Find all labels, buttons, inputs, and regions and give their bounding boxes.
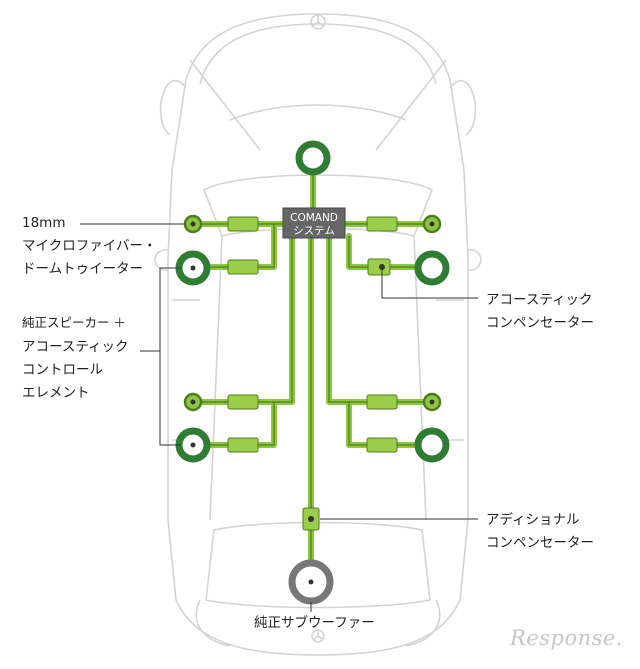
tweeter-label-line2: マイクロファイバー・ <box>22 238 157 254</box>
acoustic-comp-leader <box>381 270 478 299</box>
right-front-tweeter-filter <box>366 216 398 232</box>
speaker-control-label-line3: コントロール <box>22 362 103 378</box>
comand-box <box>282 207 346 239</box>
comand-sublabel: システム <box>293 225 335 237</box>
speaker-control-leader <box>140 267 181 446</box>
right-rear-woofer-filter <box>366 437 398 453</box>
acoustic-comp-label-line1: アコースティック <box>486 292 593 308</box>
speaker-control-label-line2: アコースティック <box>22 339 129 355</box>
leader-lines <box>80 223 478 612</box>
right-rear-tweeter-filter <box>366 394 398 410</box>
inline-components <box>227 216 398 531</box>
additional-comp-label-line2: コンペンセーター <box>486 535 594 551</box>
left-rear-tweeter-filter <box>227 394 259 410</box>
acoustic-compensator-dot <box>379 264 385 270</box>
tweeter-label-line3: ドームトゥイーター <box>22 261 144 277</box>
speaker-control-label-line4: エレメント <box>22 385 90 401</box>
left-front-woofer-filter <box>227 259 259 275</box>
comand-label: COMAND <box>290 212 338 224</box>
speakers <box>175 140 450 463</box>
subwoofer-label: 純正サブウーファー <box>254 615 375 631</box>
right-rear-speaker <box>414 427 450 463</box>
speaker-control-label-line1: 純正スピーカー ＋ <box>22 315 126 330</box>
speaker-centers <box>190 265 196 448</box>
subwoofer-center <box>308 579 314 585</box>
additional-compensator-dot <box>308 516 314 522</box>
car-outline <box>154 13 482 656</box>
compensator-dots <box>308 264 385 522</box>
tweeter-label-line1: 18mm <box>22 215 66 231</box>
center-speaker <box>295 140 331 176</box>
additional-comp-label-line1: アディショナル <box>486 512 580 528</box>
tweeter-centers <box>190 221 435 405</box>
left-front-tweeter-filter <box>227 216 259 232</box>
left-rear-woofer-filter <box>227 437 259 453</box>
response-logo: Response. <box>510 626 624 650</box>
right-front-speaker <box>414 250 450 286</box>
acoustic-comp-label-line2: コンペンセーター <box>486 315 594 331</box>
